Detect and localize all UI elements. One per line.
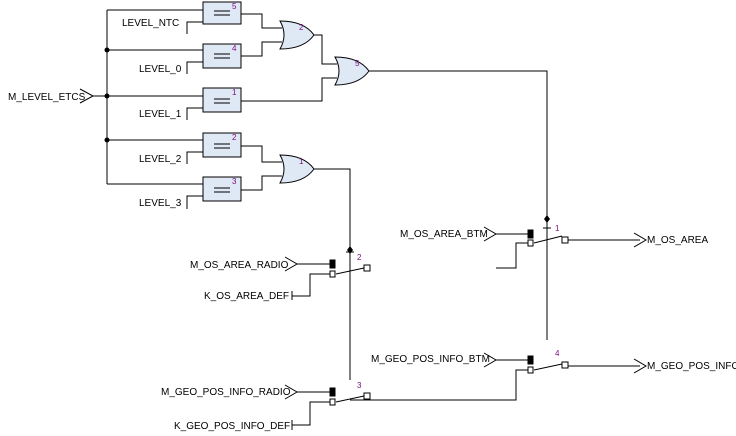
input-port-icon xyxy=(284,256,298,272)
or-gate-1[interactable]: 1 xyxy=(279,154,315,184)
output-port-icon xyxy=(633,232,647,248)
input-port-icon xyxy=(79,88,95,104)
constant-label-k-os-area-def: K_OS_AREA_DEF xyxy=(204,291,289,302)
compare-block-3[interactable]: 3 xyxy=(202,176,242,202)
block-number: 1 xyxy=(232,88,237,97)
compare-block-0[interactable]: 4 xyxy=(202,43,242,69)
port-symbols xyxy=(79,26,647,430)
compare-block-ntc[interactable]: 5 xyxy=(202,1,242,25)
input-label-m-level-etcs: M_LEVEL_ETCS xyxy=(8,92,86,103)
constant-label-level-3: LEVEL_3 xyxy=(139,198,182,209)
junction-dot xyxy=(104,93,110,99)
junction-dot xyxy=(104,137,110,143)
switch-number: 3 xyxy=(357,381,362,390)
output-label-m-os-area: M_OS_AREA xyxy=(647,235,708,246)
input-port-icon xyxy=(483,352,497,368)
output-port-icon xyxy=(633,358,647,374)
junction-dot xyxy=(104,47,110,53)
labels: M_LEVEL_ETCS LEVEL_NTC LEVEL_0 LEVEL_1 L… xyxy=(8,18,736,432)
gate-number: 2 xyxy=(299,23,304,32)
switch-1[interactable]: 1 xyxy=(527,224,569,247)
or-gate-5[interactable]: 5 xyxy=(334,56,370,86)
constant-label-level-0: LEVEL_0 xyxy=(139,64,182,75)
block-number: 5 xyxy=(232,2,237,11)
output-label-m-geo-pos-info: M_GEO_POS_INFO xyxy=(647,361,736,372)
constant-label-level-1: LEVEL_1 xyxy=(139,109,182,120)
gate-number: 5 xyxy=(355,59,360,68)
block-number: 4 xyxy=(232,44,237,53)
switch-3[interactable]: 3 xyxy=(329,381,371,406)
junction-dot xyxy=(347,246,353,254)
input-label-m-geo-pos-info-radio: M_GEO_POS_INFO_RADIO xyxy=(161,387,291,398)
constant-label-level-2: LEVEL_2 xyxy=(139,154,182,165)
constant-label-level-ntc: LEVEL_NTC xyxy=(122,18,179,29)
gate-number: 1 xyxy=(299,157,304,166)
switch-2[interactable]: 2 xyxy=(329,253,371,278)
input-label-m-os-area-radio: M_OS_AREA_RADIO xyxy=(190,260,289,271)
or-gate-2[interactable]: 2 xyxy=(279,20,315,50)
compare-block-1[interactable]: 1 xyxy=(202,87,242,113)
switch-number: 1 xyxy=(555,224,560,233)
input-port-icon xyxy=(483,226,497,242)
input-label-m-os-area-btm: M_OS_AREA_BTM xyxy=(400,229,488,240)
constant-label-k-geo-pos-info-def: K_GEO_POS_INFO_DEF xyxy=(174,421,290,432)
switch-number: 4 xyxy=(555,349,560,358)
block-number: 3 xyxy=(232,177,237,186)
switch-number: 2 xyxy=(357,253,362,262)
block-number: 2 xyxy=(232,133,237,142)
compare-block-2[interactable]: 2 xyxy=(202,132,242,158)
junction-dot xyxy=(544,215,550,223)
input-label-m-geo-pos-info-btm: M_GEO_POS_INFO_BTM xyxy=(371,354,490,365)
switch-4[interactable]: 4 xyxy=(527,349,569,374)
junction-dots xyxy=(104,47,550,254)
input-port-icon xyxy=(284,384,298,400)
